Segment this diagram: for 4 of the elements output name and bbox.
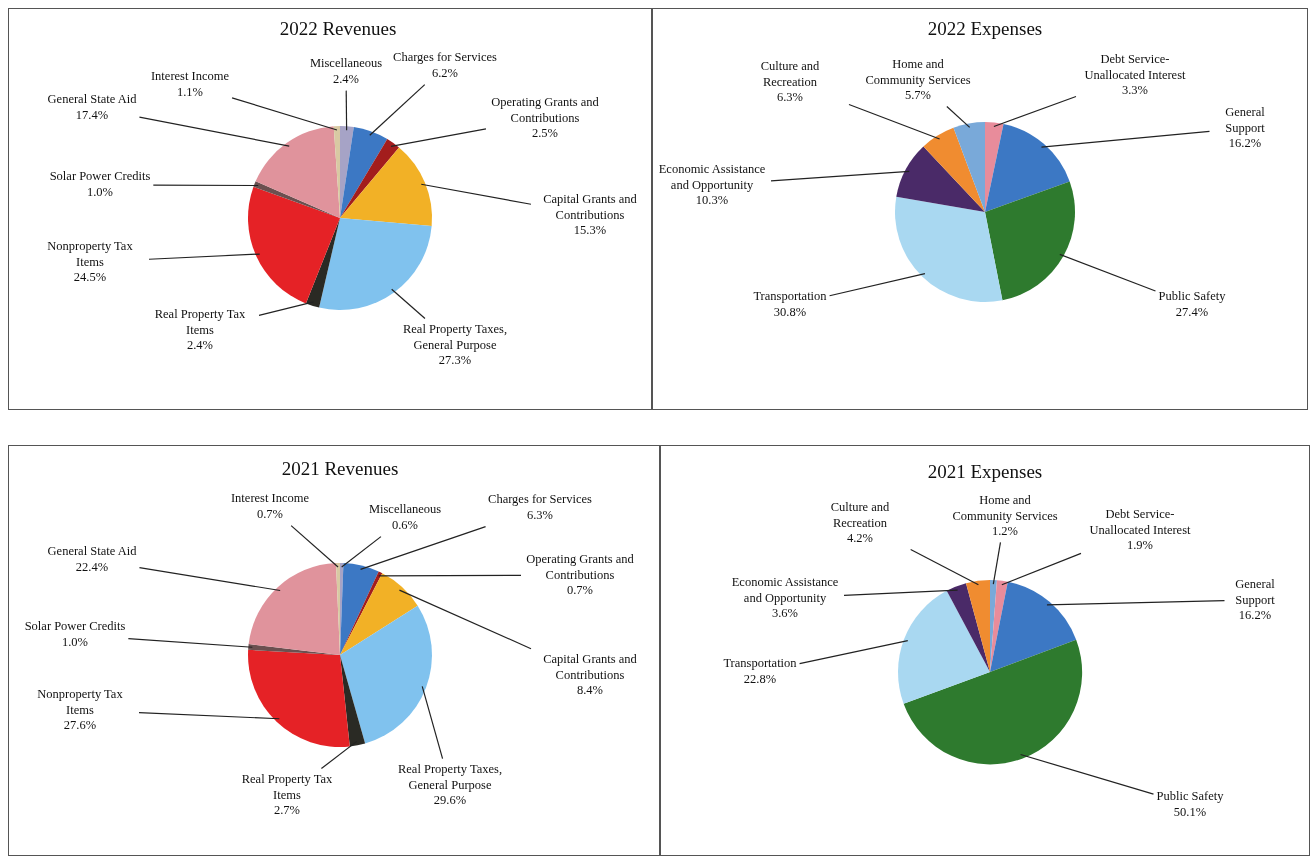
chart-title: 2022 Expenses xyxy=(927,18,1043,40)
chart-title: 2021 Revenues xyxy=(281,458,399,480)
chart-title: 2022 Revenues xyxy=(279,18,397,40)
chart-title: 2021 Expenses xyxy=(927,461,1043,483)
